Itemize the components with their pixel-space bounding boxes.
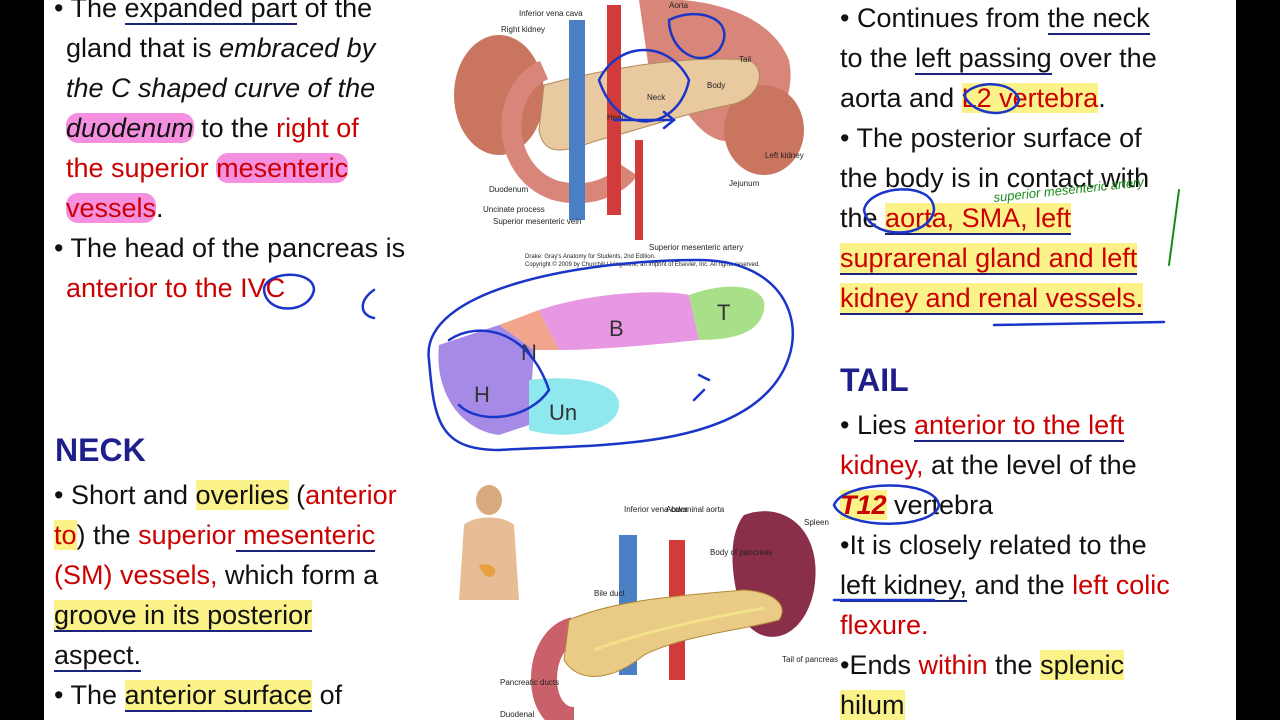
- figure-credit-2: Copyright © 2009 by Churchill Livingston…: [525, 261, 760, 268]
- figure-credit-1: Drake: Gray's Anatomy for Students, 2nd …: [525, 254, 656, 260]
- body-line-5: the body is in contact with: [840, 163, 1150, 193]
- body-line-1: • Continues from the neck: [840, 3, 1150, 35]
- label-uncinate: Uncinate process: [483, 205, 545, 214]
- ivc-shape: [569, 20, 585, 220]
- ink-stroke: [361, 288, 376, 320]
- ink-arrows: [692, 373, 711, 402]
- region-label-t: T: [717, 300, 730, 325]
- label-duodenum: Duodenum: [489, 185, 528, 194]
- tail-line-6: flexure.: [840, 610, 929, 640]
- label-aorta: Aorta: [669, 1, 689, 10]
- sma-shape: [635, 140, 643, 240]
- label-jejunum: Jejunum: [729, 179, 760, 188]
- neck-line-1: • Short and overlies (anterior: [54, 480, 397, 510]
- label-smv: Superior mesenteric vein: [493, 217, 581, 226]
- pancreatic-duct: [593, 606, 765, 652]
- man-torso: [459, 517, 519, 600]
- label-pancreatic-ducts: Pancreatic ducts: [500, 678, 559, 687]
- handwritten-note: superior mesenteric artery: [993, 174, 1146, 205]
- region-label-un: Un: [549, 400, 577, 425]
- duodenum-shape-bottom: [531, 617, 579, 720]
- ink-loop-head: [447, 329, 551, 419]
- ink-arrow: [612, 110, 677, 130]
- head-line-2: gland that is embraced by: [66, 33, 376, 63]
- left-kidney-shape: [724, 85, 804, 175]
- neck-line-3: (SM) vessels, which form a: [54, 560, 379, 590]
- neck-line-2: to) the superior mesenteric: [54, 520, 376, 552]
- label-ivc: Inferior vena cava: [519, 9, 583, 18]
- ink-circle-aorta: [667, 12, 726, 60]
- tail-line-1: • Lies anterior to the left: [840, 410, 1125, 442]
- neck-heading: NECK: [55, 432, 146, 468]
- ink-underline-renal: [992, 320, 1166, 327]
- ink-annotations-right: superior mesenteric artery: [832, 83, 1180, 602]
- ink-green-line: [1168, 189, 1180, 266]
- label-ivc-bottom: Inferior vena cava: [624, 505, 688, 514]
- anatomy-figure-top: Inferior vena cava Right kidney Aorta Ta…: [454, 0, 804, 268]
- head-line-5: the superior mesenteric: [66, 153, 349, 183]
- tail-line-2: kidney, at the level of the: [840, 450, 1137, 480]
- region-head: [438, 325, 534, 435]
- label-duodenal: Duodenal: [500, 710, 534, 719]
- label-head: Head: [607, 113, 626, 122]
- ink-annotations-left: [262, 273, 376, 320]
- label-body-bottom: Body of pancreas: [710, 548, 772, 557]
- man-pancreas-mark: [479, 564, 496, 577]
- ink-circle-aorta-text: [862, 188, 936, 234]
- region-label-b: B: [609, 316, 624, 341]
- label-bile-duct: Bile duct: [594, 589, 625, 598]
- slide: • The expanded part of the gland that is…: [44, 0, 1236, 720]
- body-line-4: • The posterior surface of: [840, 123, 1142, 153]
- ink-circle-ivc: [262, 273, 316, 310]
- man-head: [476, 485, 502, 515]
- head-line-7: • The head of the pancreas is: [54, 233, 406, 263]
- label-body: Body: [707, 81, 725, 90]
- tail-line-5: left kidney, and the left colic: [840, 570, 1170, 602]
- ink-circle-l2: [962, 83, 1021, 115]
- right-kidney-shape: [454, 35, 544, 155]
- body-line-8: kidney and renal vessels.: [840, 283, 1144, 315]
- tail-line-3: T12 vertebra: [840, 490, 994, 520]
- pancreas-regions-diagram: H N B T Un: [427, 258, 794, 452]
- head-line-8: anterior to the IVC: [66, 273, 286, 303]
- head-line-1: • The expanded part of the: [54, 0, 372, 28]
- neck-line-5: aspect.: [54, 640, 142, 672]
- label-right-kidney: Right kidney: [501, 25, 545, 34]
- body-line-6: the aorta, SMA, left: [840, 203, 1072, 235]
- head-line-4: duodenum to the right of: [66, 113, 359, 143]
- body-line-7: suprarenal gland and left: [840, 243, 1138, 275]
- ink-circle-t12: [832, 484, 941, 525]
- label-sma: Superior mesenteric artery: [649, 243, 743, 252]
- region-tail: [689, 286, 765, 340]
- neck-line-4: groove in its posterior: [54, 600, 313, 632]
- region-label-h: H: [474, 382, 490, 407]
- region-uncinate: [529, 378, 619, 435]
- label-spleen: Spleen: [804, 518, 829, 527]
- tail-line-8: hilum: [840, 690, 905, 720]
- ink-oval-pancreas: [427, 258, 794, 452]
- neck-line-6: • The anterior surface of: [54, 680, 343, 712]
- body-line-3: aorta and L2 vertebra.: [840, 83, 1106, 113]
- label-tail: Tail: [739, 55, 751, 64]
- tail-line-7: •Ends within the splenic: [840, 650, 1125, 680]
- anatomy-figure-bottom: Inferior vena cava Abdominal aorta Body …: [459, 485, 838, 720]
- head-line-6: vessels.: [66, 193, 164, 223]
- label-aorta-bottom: Abdominal aorta: [666, 505, 725, 514]
- head-line-3: the C shaped curve of the: [66, 73, 376, 103]
- label-neck: Neck: [647, 93, 666, 102]
- ink-circle-head: [597, 48, 691, 123]
- body-line-2: to the left passing over the: [840, 43, 1157, 75]
- label-left-kidney: Left kidney: [765, 151, 804, 160]
- tail-line-4: •It is closely related to the: [840, 530, 1147, 560]
- label-tail-bottom: Tail of pancreas: [782, 655, 838, 664]
- pancreas-shape-bottom: [563, 589, 783, 677]
- region-body: [539, 292, 699, 350]
- tail-heading: TAIL: [840, 362, 909, 398]
